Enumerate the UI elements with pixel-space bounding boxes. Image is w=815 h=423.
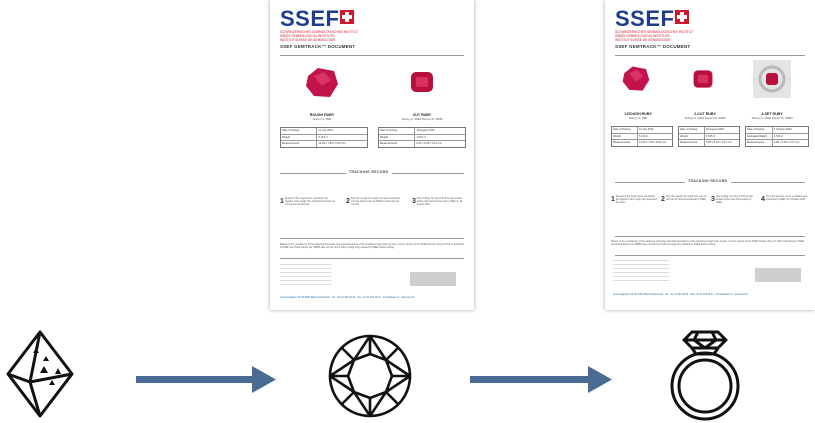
signature-stamp [410,272,456,286]
item-sub: Testing no. SSEF Report No. 89584 [751,117,793,120]
gemtrack-document-cut: SSEF SCHWEIZERISCHES GEMMOLOGISCHES INST… [270,0,474,310]
document-title: SSEF GEMTRACK™ DOCUMENT [615,44,691,49]
footer-address: Aeschengraben 26 CH-4051 Basel Switzerla… [280,296,415,299]
arrow-right-icon [136,366,276,393]
swiss-cross-icon [340,10,355,24]
tracking-record-heading: TRACKING RECORD [346,170,392,174]
document-title: SSEF GEMTRACK™ DOCUMENT [280,44,356,49]
conclusion-text: Based on the consistency of the analysed… [611,240,805,247]
conclusion-text: Based on the consistency of the analysed… [280,243,464,250]
divider [280,238,464,239]
disclaimer-text [613,260,669,282]
arrow-right-icon [470,366,612,393]
item-sub: Testing no. SSEF Report No. 89583 [401,118,443,121]
rough-ruby-photo [622,66,650,91]
rough-crystal-icon [6,330,74,418]
process-flow [6,330,740,421]
footer-address: Aeschengraben 26 CH-4051 Basel Switzerla… [613,293,748,296]
divider [615,236,805,237]
item-sub: Testing no. 7881 [312,118,332,121]
ssef-logo: SSEF [280,8,355,30]
set-ruby-photo [753,60,791,98]
divider [280,55,464,56]
item-name: 1-ROUGH RUBY [624,112,652,116]
item-name: CUT RUBY [412,113,432,117]
rough-ruby-photo [306,68,338,97]
divider [615,55,805,56]
divider [615,255,805,256]
gemtrack-document-set: SSEF SCHWEIZERISCHES GEMMOLOGISCHES INST… [605,0,815,310]
tracking-record-heading: TRACKING RECORD [685,179,731,183]
item-name: 3-SET RUBY [761,112,783,116]
item-sub: Testing no. 7881 [628,117,648,120]
ring-icon [670,330,740,421]
divider [280,258,464,259]
cut-ruby-photo [693,70,713,88]
item-name: 2-CUT RUBY [694,112,716,116]
ssef-logo: SSEF [615,8,690,30]
signature-stamp [755,268,801,282]
item-sub: Testing no. SSEF Report No. 89583 [684,117,726,120]
cut-ruby-photo [411,72,433,92]
disclaimer-text [280,264,332,286]
cut-diamond-icon [328,334,412,418]
item-name: ROUGH RUBY [309,113,335,117]
swiss-cross-icon [675,10,690,24]
